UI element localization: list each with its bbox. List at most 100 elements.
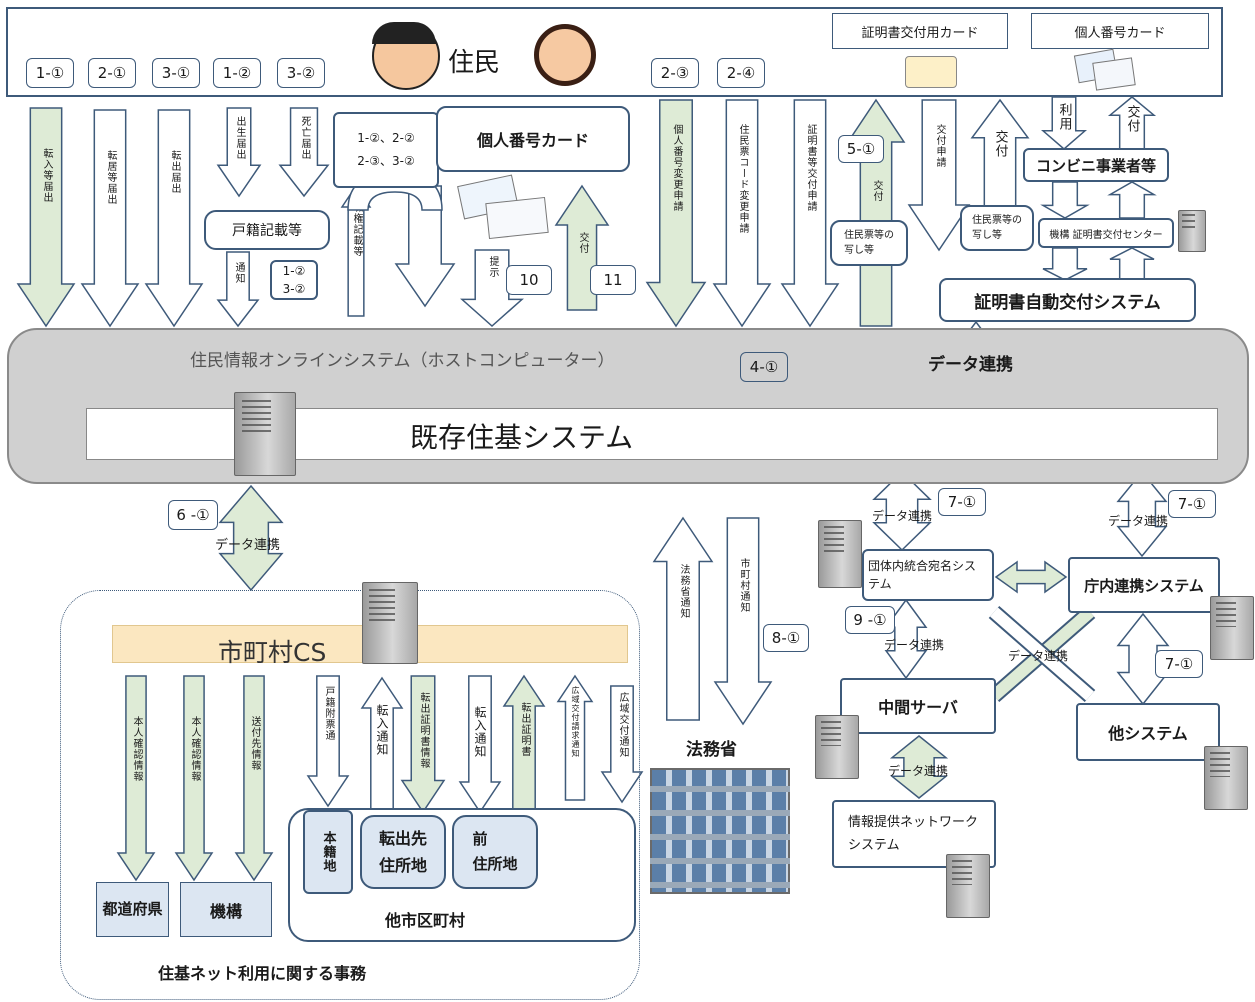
pref-label: 都道府県 [102,900,163,919]
arrow-ten-in2: 転入通知 [458,675,502,814]
arrow-konbini-kiko-shape [1040,181,1090,219]
cs-dotted-region [60,590,640,1000]
cert-card-label: 証明書交付用カード [861,25,979,41]
arrow-wide-notice-shape [600,685,644,804]
tenshutsu-box: 転出先 住所地 [360,815,446,889]
arrow-kofu-konbini: 交付 [1107,96,1157,150]
mynumber-card-image-2 [1092,57,1136,91]
middle-server-box: 中間サーバ [840,678,996,734]
arrow-shibou-shape [278,107,330,198]
arrow-cert-info: 転出証明書情報 [400,675,446,814]
joho-server-icon [946,854,990,918]
honseki-label: 本籍地 [320,831,336,873]
auto-system-label: 証明書自動交付システム [974,292,1161,313]
link-mid-label: データ連携 [888,764,949,778]
female-resident-icon [534,24,596,86]
arrow-shokken-label: 職権記載等 [351,202,362,257]
mynumber-card-illustration-2 [485,196,549,240]
arrow-pref: 本人確認情報 [116,675,156,882]
arrow-tenkyo: 転居等届出 [80,109,140,328]
arrow-shussei-shape [216,107,262,198]
arrow-cert-info-shape [400,675,446,814]
arrow-kiko: 本人確認情報 [174,675,214,882]
arrow-shomei-shinsei: 証明書等交付申請 [780,99,840,328]
mynumber-box-label: 個人番号カード [476,131,589,150]
host-link-label: データ連携 [928,355,1013,375]
arrow-wide-notice-label: 広域交付通知 [617,692,628,758]
link-7-a-label: データ連携 [872,509,933,523]
arrow-shokken-shape [340,184,372,317]
arrow-cert-info-label: 転出証明書情報 [418,692,429,769]
arrow-shomei-shinsei-label: 証明書等交付申請 [805,124,816,212]
copies-box-1: 住民票等の 写し等 [830,220,908,266]
arrow-wide-req-shape [556,674,594,801]
tenshutsu-label: 転出先 住所地 [378,828,427,875]
arrow-kiko-konbini [1107,181,1157,219]
cross-arrow-fill-1 [990,607,1094,701]
arrow-kiko-label: 本人確認情報 [189,716,200,782]
arrow-tsuchi-label: 通知 [233,262,244,284]
arrow-ten-in2-shape [458,675,502,814]
host-title: 住民情報オンラインシステム（ホストコンピューター） [190,351,615,371]
arrow-mid-joho-shape [889,735,949,799]
arrow-kofu-konbini-label: 交付 [1124,105,1140,133]
arrow-code-henko-shape [712,99,772,328]
joho-box: 情報提供ネットワーク システム [832,800,996,868]
arrow-kofu-shinsei: 交付申請 [907,99,971,252]
cs-footer: 住基ネット利用に関する事務 [158,964,367,983]
arrow-honseki-shape [306,675,350,808]
tag-2-4: 2-④ [717,58,765,88]
arrow-send-shape [234,675,274,882]
kiko-box: 機構 [180,882,272,937]
arrow-pref-shape [116,675,156,882]
arrow-send-label: 送付先情報 [249,716,260,771]
tag-9-1: 9 -① [845,606,895,634]
arrow-pref-label: 本人確認情報 [131,716,142,782]
tag-1-2: 1-② [213,58,261,88]
arrow-wide-req: 広域交付請求通知 [556,674,594,801]
arrow-tsuchi: 通知 [216,251,260,328]
arrow-kofu-card-label: 交付 [577,232,588,254]
arrow-ten-cert-label: 転出証明書 [519,702,530,757]
note-multi-label: 1-②、2-② 2-③、3-② [357,131,415,168]
arrow-kiko-auto-shape [1042,247,1088,281]
tag-6-1: 6 -① [168,500,218,530]
tag-4-1: 4-① [740,352,788,382]
note-multi-box: 1-②、2-② 2-③、3-② [333,112,439,188]
tag-7-1-b: 7-① [1168,490,1216,518]
arrow-kiko-shape [174,675,214,882]
arrow-shomei-kofu-shape [846,98,906,327]
arrow-shibou: 死亡届出 [278,107,330,198]
link-6-label: データ連携 [215,538,281,553]
arrow-shussei: 出生届出 [216,107,262,198]
arrow-riyo-label: 利用 [1056,103,1072,131]
arrow-tenshutsu-shape [144,109,204,328]
chonai-box: 庁内連携システム [1068,557,1220,613]
other-city-label: 他市区町村 [385,911,466,930]
chonai-server-icon [1210,596,1254,660]
arrow-kofu-card-up: 交付 [970,98,1030,209]
middle-server-icon [815,715,859,779]
arrow-moj-down-shape [713,517,773,726]
arrow-atena-chonai-shape [994,560,1068,594]
tag-1-2-3-2-note: 1-② 3-② [270,260,318,300]
arrow-kiko-konbini-shape [1107,181,1157,219]
mynumber-card-box: 個人番号カード [1031,13,1209,49]
pref-box: 都道府県 [96,882,169,937]
arrow-tenkyo-shape [80,109,140,328]
arrow-shibou-label: 死亡届出 [299,116,310,160]
link-9-label: データ連携 [884,638,945,652]
arrow-shokken: 職権記載等 [340,184,372,317]
arrow-7-chonai [1116,470,1168,558]
middle-server-label: 中間サーバ [878,698,958,717]
honseki-box: 本籍地 [303,810,353,894]
resident-title: 住民 [448,48,501,78]
arrow-tennyu: 転入等届出 [16,107,76,328]
copies-label-2: 住民票等の 写し等 [972,215,1022,241]
tag-7-1-a: 7-① [938,488,986,516]
moj-title: 法務省 [686,740,737,760]
arrow-kofu-shinsei-shape [907,99,971,252]
konbini-box: コンビニ事業者等 [1023,148,1169,182]
arrow-kiko-auto [1042,247,1088,281]
kiko-label: 機構 [209,901,242,921]
